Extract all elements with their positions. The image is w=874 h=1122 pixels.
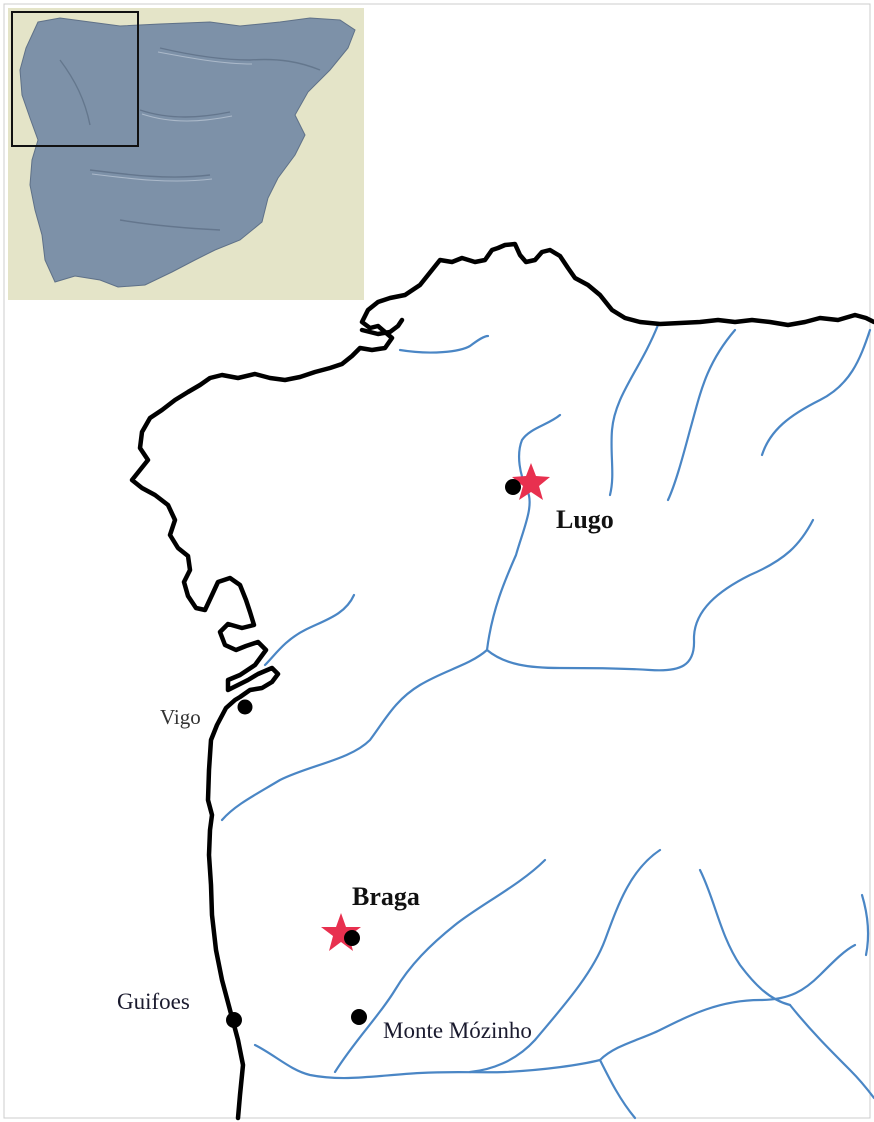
river (485, 518, 815, 672)
lugo-star-icon (512, 463, 550, 500)
river-network (220, 323, 874, 1120)
inset-relief (59, 59, 91, 126)
map-frame (3, 3, 871, 1119)
guifoes-dot (226, 1012, 242, 1028)
river (666, 328, 737, 502)
river (788, 1003, 874, 1100)
inset-relief-light (91, 173, 213, 182)
river (860, 893, 870, 957)
river (485, 413, 562, 652)
river (698, 868, 792, 1007)
inset-relief-light (141, 113, 233, 122)
inset-relief (139, 109, 231, 118)
river (608, 323, 660, 497)
coastline (129, 241, 874, 1121)
river (220, 648, 489, 822)
inset-map (8, 8, 364, 300)
place-markers (226, 463, 550, 1028)
river (760, 328, 872, 457)
river (263, 593, 356, 667)
inset-iberia-land (19, 17, 356, 288)
river (398, 334, 490, 354)
river (468, 848, 662, 1074)
river (598, 1058, 637, 1120)
monte-mozinho-dot (351, 1009, 367, 1025)
braga-star-icon (321, 913, 361, 951)
river (333, 858, 547, 1074)
place-label-lugo: Lugo (556, 505, 614, 534)
inset-relief-light (157, 51, 253, 65)
place-label-braga: Braga (352, 882, 420, 911)
river (253, 1043, 602, 1080)
coastline-islet (359, 317, 405, 337)
river (598, 943, 857, 1062)
braga-dot (344, 930, 360, 946)
place-label-vigo: Vigo (160, 705, 201, 729)
inset-highlight-box (11, 11, 139, 147)
place-label-monte-mozinho: Monte Mózinho (383, 1018, 532, 1043)
inset-relief (119, 219, 221, 231)
vigo-dot (237, 699, 253, 715)
place-label-guifoes: Guifoes (117, 989, 190, 1014)
inset-relief (89, 169, 211, 178)
lugo-dot (505, 479, 521, 495)
inset-relief (159, 47, 321, 71)
